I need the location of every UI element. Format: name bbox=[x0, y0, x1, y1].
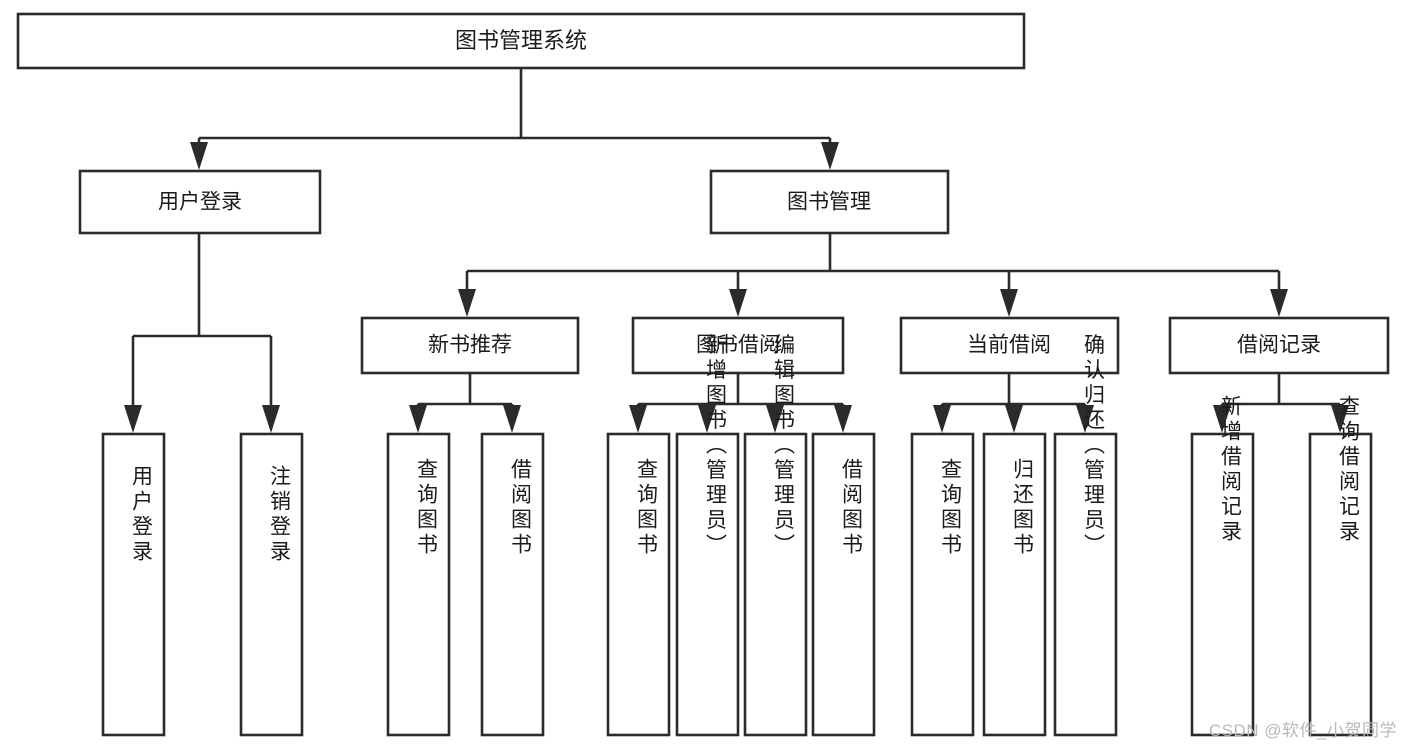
node-leaf-logout-box[interactable] bbox=[239, 432, 304, 737]
node-leaf-borrow-book-label: 借阅图书 bbox=[840, 458, 864, 558]
arrow-head-user-login bbox=[190, 142, 208, 170]
node-leaf-logout[interactable]: 注销登录 bbox=[239, 432, 304, 737]
node-leaf-query-book-current-label: 查询图书 bbox=[939, 458, 963, 558]
node-current-borrow-box[interactable] bbox=[899, 316, 1120, 375]
node-leaf-confirm-return-admin-label: 确认归还（管理员） bbox=[1082, 334, 1106, 559]
arrow-head-current-borrow bbox=[1000, 289, 1018, 317]
node-user-login[interactable]: 用户登录 bbox=[78, 169, 322, 235]
node-book-borrow-label: 图书借阅 bbox=[696, 334, 780, 357]
node-leaf-return-book[interactable]: 归还图书 bbox=[982, 432, 1047, 737]
node-book-management-box[interactable] bbox=[709, 169, 950, 235]
node-borrow-record-box[interactable] bbox=[1168, 316, 1390, 375]
node-leaf-query-book-recommend[interactable]: 查询图书 bbox=[386, 432, 451, 737]
arrow-head-leaf-confirm-return-admin bbox=[1076, 405, 1094, 433]
node-leaf-query-book-borrow-box[interactable] bbox=[606, 432, 671, 737]
node-leaf-add-book-admin-label: 新增图书（管理员） bbox=[704, 334, 728, 559]
node-leaf-user-login-label: 用户登录 bbox=[130, 465, 154, 565]
node-leaf-query-book-borrow[interactable]: 查询图书 bbox=[606, 432, 671, 737]
node-leaf-borrow-book[interactable]: 借阅图书 bbox=[811, 432, 876, 737]
node-leaf-confirm-return-admin[interactable]: 确认归还（管理员） bbox=[1053, 334, 1118, 737]
arrow-head-leaf-query-book-recommend bbox=[409, 405, 427, 433]
arrow-head-book-management bbox=[821, 142, 839, 170]
arrow-head-leaf-return-book bbox=[1005, 405, 1023, 433]
node-user-login-label: 用户登录 bbox=[158, 191, 242, 214]
arrow-head-leaf-query-book-borrow bbox=[629, 405, 647, 433]
node-leaf-user-login-box[interactable] bbox=[101, 432, 166, 737]
node-leaf-query-book-current[interactable]: 查询图书 bbox=[910, 432, 975, 737]
node-user-login-box[interactable] bbox=[78, 169, 322, 235]
arrow-head-leaf-add-book-admin bbox=[698, 405, 716, 433]
node-leaf-add-borrow-record-label: 新增借阅记录 bbox=[1219, 395, 1243, 545]
arrow-head-leaf-edit-book-admin bbox=[766, 405, 784, 433]
node-leaf-logout-label: 注销登录 bbox=[268, 465, 292, 565]
node-leaf-add-borrow-record-box[interactable] bbox=[1190, 432, 1255, 737]
arrow-head-leaf-add-borrow-record bbox=[1213, 405, 1231, 433]
node-leaf-query-borrow-record-box[interactable] bbox=[1308, 432, 1373, 737]
arrow-head-leaf-query-borrow-record bbox=[1331, 405, 1349, 433]
node-leaf-edit-book-admin-label: 编辑图书（管理员） bbox=[772, 334, 796, 559]
node-borrow-record-label: 借阅记录 bbox=[1237, 334, 1321, 357]
node-current-borrow-label: 当前借阅 bbox=[967, 334, 1051, 357]
arrow-head-leaf-logout bbox=[262, 405, 280, 433]
node-leaf-query-book-recommend-box[interactable] bbox=[386, 432, 451, 737]
node-leaf-query-borrow-record-label: 查询借阅记录 bbox=[1337, 395, 1361, 545]
node-leaf-edit-book-admin[interactable]: 编辑图书（管理员） bbox=[743, 334, 808, 737]
node-root-label: 图书管理系统 bbox=[455, 28, 587, 53]
arrow-head-leaf-query-book-current bbox=[933, 405, 951, 433]
node-book-borrow[interactable]: 图书借阅 bbox=[631, 316, 845, 375]
node-leaf-query-book-recommend-label: 查询图书 bbox=[415, 458, 439, 558]
node-leaf-borrow-book-recommend-box[interactable] bbox=[480, 432, 545, 737]
node-leaf-add-book-admin-box[interactable] bbox=[675, 432, 740, 737]
node-root[interactable]: 图书管理系统 bbox=[16, 12, 1026, 70]
node-new-book-recommend-label: 新书推荐 bbox=[428, 334, 512, 357]
node-leaf-query-book-borrow-label: 查询图书 bbox=[635, 458, 659, 558]
node-leaf-borrow-book-recommend[interactable]: 借阅图书 bbox=[480, 432, 545, 737]
node-book-management-label: 图书管理 bbox=[787, 191, 871, 214]
connector-layer bbox=[124, 68, 1349, 433]
node-current-borrow[interactable]: 当前借阅 bbox=[899, 316, 1120, 375]
node-root-box[interactable] bbox=[16, 12, 1026, 70]
node-borrow-record[interactable]: 借阅记录 bbox=[1168, 316, 1390, 375]
node-new-book-recommend[interactable]: 新书推荐 bbox=[360, 316, 580, 375]
arrow-head-leaf-borrow-book bbox=[834, 405, 852, 433]
arrow-head-leaf-borrow-book-recommend bbox=[503, 405, 521, 433]
node-leaf-query-book-current-box[interactable] bbox=[910, 432, 975, 737]
node-leaf-query-borrow-record[interactable]: 查询借阅记录 bbox=[1308, 395, 1373, 737]
node-leaf-add-borrow-record[interactable]: 新增借阅记录 bbox=[1190, 395, 1255, 737]
arrow-head-new-book-recommend bbox=[458, 289, 476, 317]
node-leaf-borrow-book-recommend-label: 借阅图书 bbox=[509, 458, 533, 558]
node-leaf-return-book-label: 归还图书 bbox=[1011, 458, 1035, 558]
node-leaf-user-login[interactable]: 用户登录 bbox=[101, 432, 166, 737]
arrow-head-leaf-user-login bbox=[124, 405, 142, 433]
arrow-head-book-borrow bbox=[729, 289, 747, 317]
node-leaf-return-book-box[interactable] bbox=[982, 432, 1047, 737]
node-leaf-confirm-return-admin-box[interactable] bbox=[1053, 432, 1118, 737]
node-leaf-add-book-admin[interactable]: 新增图书（管理员） bbox=[675, 334, 740, 737]
node-leaf-edit-book-admin-box[interactable] bbox=[743, 432, 808, 737]
node-book-management[interactable]: 图书管理 bbox=[709, 169, 950, 235]
node-leaf-borrow-book-box[interactable] bbox=[811, 432, 876, 737]
node-new-book-recommend-box[interactable] bbox=[360, 316, 580, 375]
arrow-head-borrow-record bbox=[1270, 289, 1288, 317]
node-book-borrow-box[interactable] bbox=[631, 316, 845, 375]
